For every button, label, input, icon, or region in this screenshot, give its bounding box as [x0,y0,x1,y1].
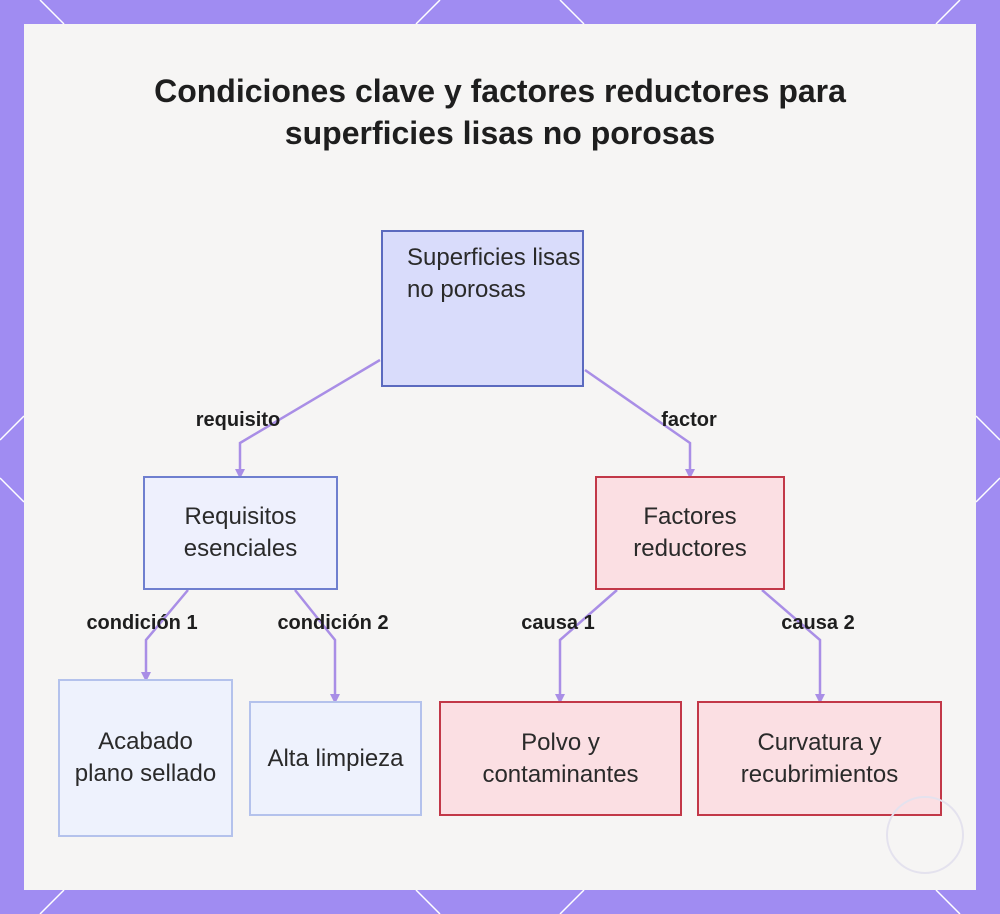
edge-factor [584,368,695,479]
edge-requisito [235,358,381,479]
edge-causa2 [761,589,825,704]
label-factor: factor [661,409,717,431]
label-requisito: requisito [195,409,281,431]
node-factores: Factores reductores [595,476,785,590]
edge-condicion1 [141,589,189,682]
diagram-title: Condiciones clave y factores reductores … [154,73,846,151]
label-condicion1: condición 1 [86,612,198,634]
label-causa2: causa 2 [781,612,855,634]
label-condicion2: condición 2 [277,612,389,634]
edge-causa1 [555,589,618,704]
node-requisitos: Requisitos esenciales [143,476,338,590]
node-limpieza: Alta limpieza [249,701,422,816]
node-superficies: Superficies lisas no porosas [381,230,584,387]
edge-condicion2 [294,589,340,704]
node-polvo: Polvo y contaminantes [439,701,682,816]
label-causa1: causa 1 [521,612,595,634]
watermark-logo [886,796,964,874]
node-acabado: Acabado plano sellado [58,679,233,837]
node-curvatura: Curvatura y recubrimientos [697,701,942,816]
